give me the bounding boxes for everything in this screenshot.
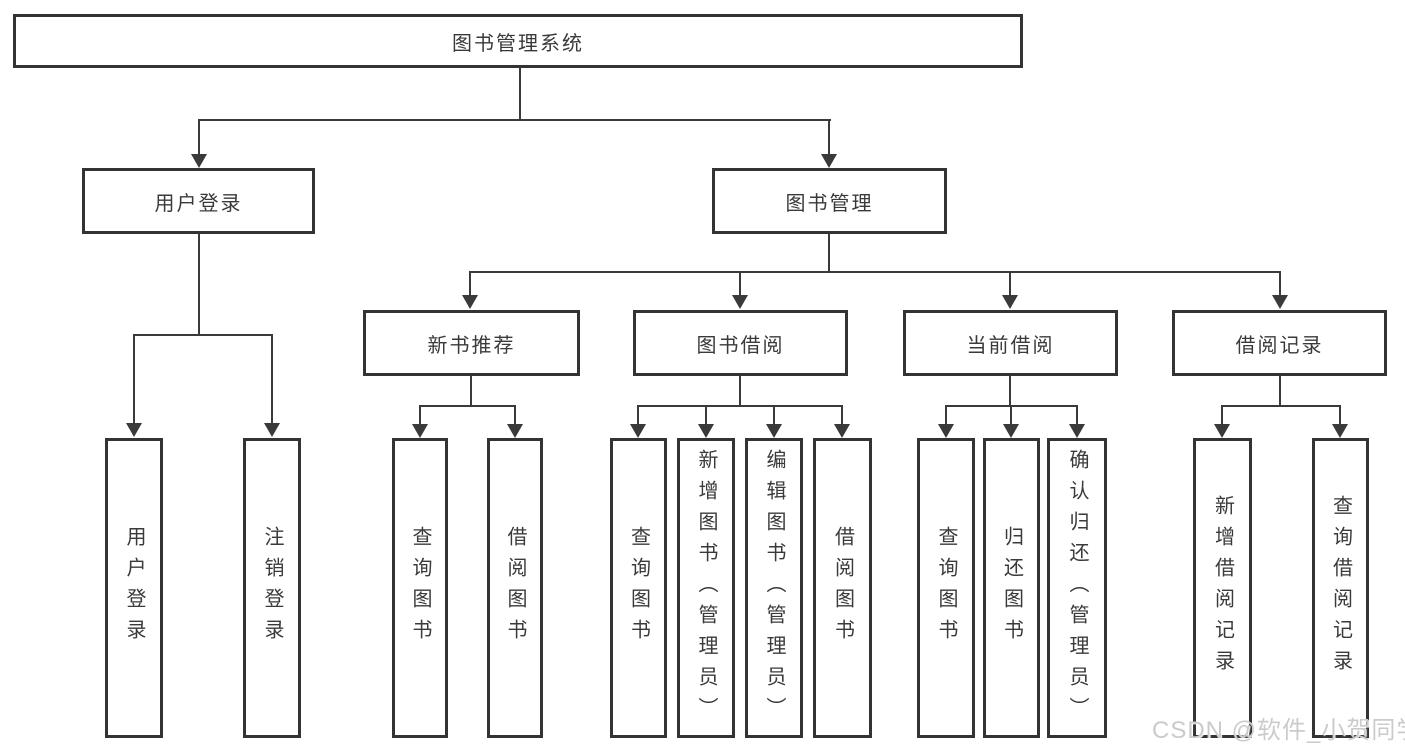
- arrow-down-icon: [507, 424, 523, 438]
- connector-shaft: [739, 271, 741, 296]
- node-label: 图书管理系统: [452, 32, 584, 55]
- connector-shaft: [514, 405, 516, 425]
- connector-shaft: [419, 405, 421, 425]
- connector-shaft: [637, 405, 639, 425]
- connector-shaft: [705, 405, 707, 425]
- connector-shaft: [133, 334, 135, 424]
- node-label: 图书借阅: [696, 334, 785, 357]
- leaf-label: 新增图书（管理员）: [695, 448, 717, 728]
- leaf-label: 查询图书: [627, 526, 650, 650]
- connector-level1-split: [198, 119, 831, 121]
- leaf-return-books: 归还图书: [983, 438, 1040, 738]
- arrow-down-icon: [1272, 295, 1288, 309]
- leaf-label: 归还图书: [1000, 526, 1023, 650]
- connector-recommend-split: [419, 405, 516, 407]
- connector-shaft: [841, 405, 843, 425]
- node-label: 借阅记录: [1235, 334, 1324, 357]
- connector-shaft: [1009, 271, 1011, 296]
- arrow-down-icon: [630, 424, 646, 438]
- arrow-down-icon: [412, 424, 428, 438]
- connector-shaft: [198, 119, 200, 155]
- arrow-down-icon: [938, 424, 954, 438]
- arrow-down-icon: [1003, 424, 1019, 438]
- node-borrow-records: 借阅记录: [1172, 310, 1387, 376]
- leaf-label: 确认归还（管理员）: [1066, 448, 1088, 728]
- connector-borrow-stem: [739, 376, 741, 406]
- watermark-text: CSDN @软件_小贺同学: [1152, 717, 1405, 744]
- leaf-label: 查询图书: [409, 526, 431, 650]
- leaf-user-login: 用户登录: [105, 438, 163, 738]
- connector-root-stem: [519, 68, 521, 120]
- node-book-borrow: 图书借阅: [633, 310, 848, 376]
- connector-level2-split: [470, 271, 1281, 273]
- leaf-query-books-recommend: 查询图书: [392, 438, 448, 738]
- leaf-logout: 注销登录: [243, 438, 301, 738]
- connector-shaft: [773, 405, 775, 425]
- node-root-library-system: 图书管理系统: [13, 14, 1023, 68]
- connector-shaft: [1076, 405, 1078, 425]
- arrow-down-icon: [462, 295, 478, 309]
- arrow-down-icon: [834, 424, 850, 438]
- leaf-edit-book-admin: 编辑图书（管理员）: [745, 438, 803, 738]
- leaf-label: 查询图书: [935, 526, 957, 650]
- arrow-down-icon: [698, 424, 714, 438]
- leaf-label: 借阅图书: [831, 526, 854, 650]
- node-current-borrow: 当前借阅: [903, 310, 1118, 376]
- connector-shaft: [469, 271, 471, 296]
- connector-records-stem: [1279, 376, 1281, 406]
- node-label: 当前借阅: [966, 334, 1055, 357]
- connector-shaft: [1279, 271, 1281, 296]
- leaf-label: 编辑图书（管理员）: [763, 448, 785, 728]
- connector-bookmgmt-stem: [828, 234, 830, 272]
- arrow-down-icon: [191, 154, 207, 168]
- arrow-down-icon: [1332, 424, 1348, 438]
- connector-current-stem: [1009, 376, 1011, 406]
- leaf-label: 注销登录: [261, 526, 283, 650]
- connector-borrow-split: [637, 405, 843, 407]
- arrow-down-icon: [732, 295, 748, 309]
- arrow-down-icon: [264, 423, 280, 437]
- arrow-down-icon: [766, 424, 782, 438]
- arrow-down-icon: [821, 154, 837, 168]
- leaf-confirm-return-admin: 确认归还（管理员）: [1047, 438, 1107, 738]
- leaf-label: 用户登录: [123, 526, 145, 650]
- node-book-management: 图书管理: [712, 168, 947, 234]
- node-label: 图书管理: [785, 192, 874, 215]
- connector-records-split: [1221, 405, 1341, 407]
- node-label: 新书推荐: [427, 334, 516, 357]
- leaf-label: 借阅图书: [504, 526, 526, 650]
- connector-shaft: [1339, 405, 1341, 425]
- leaf-add-book-admin: 新增图书（管理员）: [677, 438, 735, 738]
- leaf-query-books-borrow: 查询图书: [610, 438, 667, 738]
- leaf-borrow-books-recommend: 借阅图书: [487, 438, 543, 738]
- arrow-down-icon: [1069, 424, 1085, 438]
- leaf-add-borrow-record: 新增借阅记录: [1193, 438, 1252, 738]
- leaf-label: 新增借阅记录: [1211, 495, 1234, 681]
- leaf-label: 查询借阅记录: [1329, 495, 1352, 681]
- arrow-down-icon: [1214, 424, 1230, 438]
- arrow-down-icon: [126, 423, 142, 437]
- connector-shaft: [828, 119, 830, 155]
- connector-shaft: [1010, 405, 1012, 425]
- connector-recommend-stem: [470, 376, 472, 406]
- arrow-down-icon: [1002, 295, 1018, 309]
- leaf-query-borrow-record: 查询借阅记录: [1312, 438, 1369, 738]
- node-label: 用户登录: [154, 192, 243, 215]
- node-user-login: 用户登录: [82, 168, 315, 234]
- connector-shaft: [1221, 405, 1223, 425]
- leaf-query-books-current: 查询图书: [917, 438, 975, 738]
- leaf-borrow-books: 借阅图书: [813, 438, 872, 738]
- connector-shaft: [945, 405, 947, 425]
- node-new-book-recommend: 新书推荐: [363, 310, 580, 376]
- connector-shaft: [271, 334, 273, 424]
- connector-userlogin-stem: [198, 234, 200, 336]
- connector-userlogin-split: [133, 334, 273, 336]
